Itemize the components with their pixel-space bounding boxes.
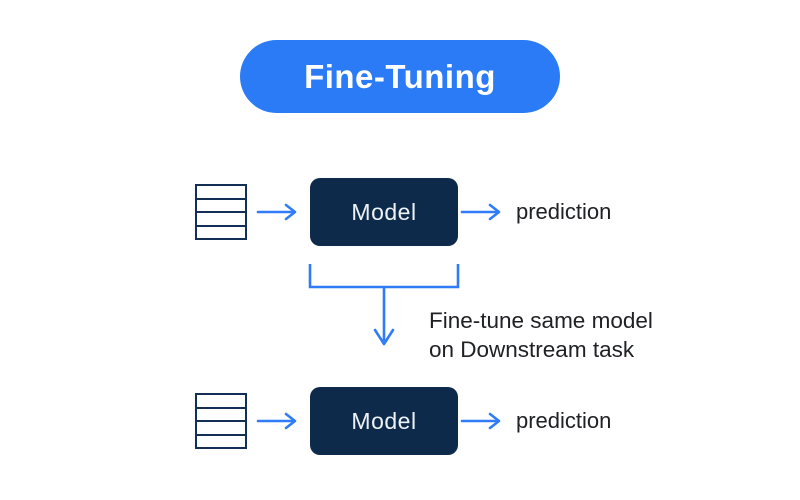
model-box-pretrained: Model — [310, 178, 458, 246]
prediction-label: prediction — [516, 408, 612, 433]
model-box-finetuned: Model — [310, 387, 458, 455]
model-label: Model — [351, 407, 417, 434]
diagram-title: Fine-Tuning — [304, 57, 496, 95]
arrow-right-icon — [256, 412, 297, 430]
dataset-row — [195, 433, 247, 449]
annotation: Fine-tune same model on Downstream task — [429, 306, 653, 364]
arrow-right-icon — [460, 412, 501, 430]
bracket-down-arrow-icon — [308, 264, 460, 346]
annotation-line-1: Fine-tune same model — [429, 308, 653, 333]
dataset-table-icon — [195, 184, 247, 240]
prediction-label: prediction — [516, 199, 612, 224]
dataset-row — [195, 224, 247, 240]
title-pill: Fine-Tuning — [240, 40, 560, 113]
dataset-table-icon — [195, 393, 247, 449]
arrow-right-icon — [256, 203, 297, 221]
annotation-line-2: on Downstream task — [429, 337, 635, 362]
arrow-right-icon — [460, 203, 501, 221]
model-label: Model — [351, 198, 417, 225]
